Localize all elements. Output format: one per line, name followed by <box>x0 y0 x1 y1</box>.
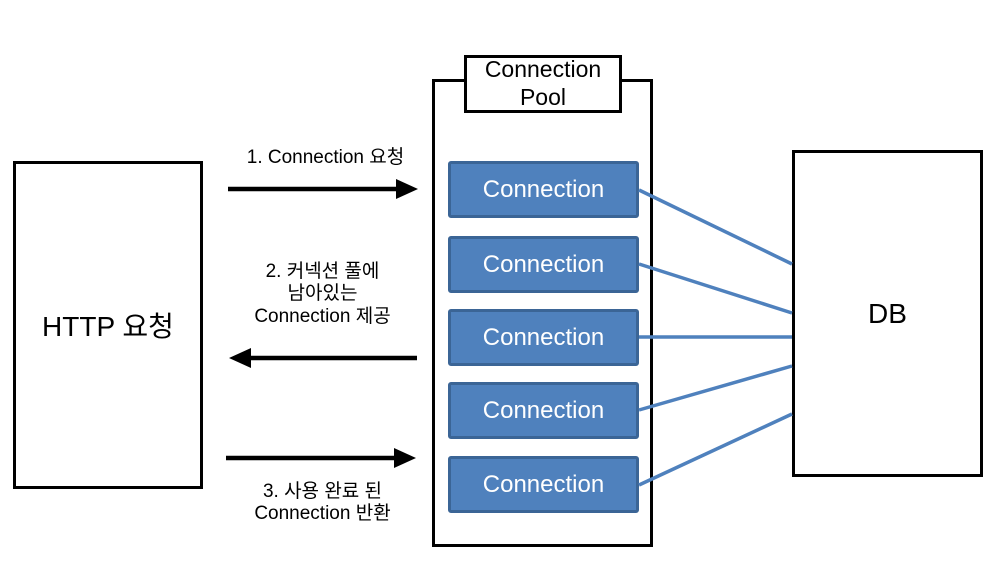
connection-label: Connection <box>482 323 605 351</box>
flow-step-2-label: 2. 커넥션 풀에 남아있는 Connection 제공 <box>254 261 391 327</box>
connection-box-4: Connection <box>448 382 639 439</box>
connection-pool-title-box: Connection Pool <box>464 55 622 113</box>
flow-step-1-arrowhead <box>396 179 418 199</box>
http-request-box: HTTP 요청 <box>13 161 203 489</box>
connection-label: Connection <box>482 175 605 203</box>
flow-step-1-label: 1. Connection 요청 <box>246 147 405 168</box>
connection-pool-title: Connection Pool <box>484 56 602 110</box>
flow-step-3-arrowhead <box>394 448 416 468</box>
conn1-db-line <box>638 188 793 266</box>
connection-box-5: Connection <box>448 456 639 513</box>
connection-label: Connection <box>482 396 605 424</box>
connection-label: Connection <box>482 470 605 498</box>
db-box: DB <box>792 150 983 477</box>
http-request-label: HTTP 요청 <box>42 311 174 342</box>
flow-step-2-arrowhead <box>229 348 251 368</box>
connection-box-2: Connection <box>448 236 639 293</box>
conn4-db-line <box>638 364 793 412</box>
conn2-db-line <box>638 262 793 315</box>
conn5-db-line <box>638 412 793 487</box>
db-label: DB <box>868 297 907 329</box>
connection-box-1: Connection <box>448 161 639 218</box>
connection-label: Connection <box>482 250 605 278</box>
connection-box-3: Connection <box>448 309 639 366</box>
flow-step-3-label: 3. 사용 완료 된 Connection 반환 <box>254 481 391 525</box>
